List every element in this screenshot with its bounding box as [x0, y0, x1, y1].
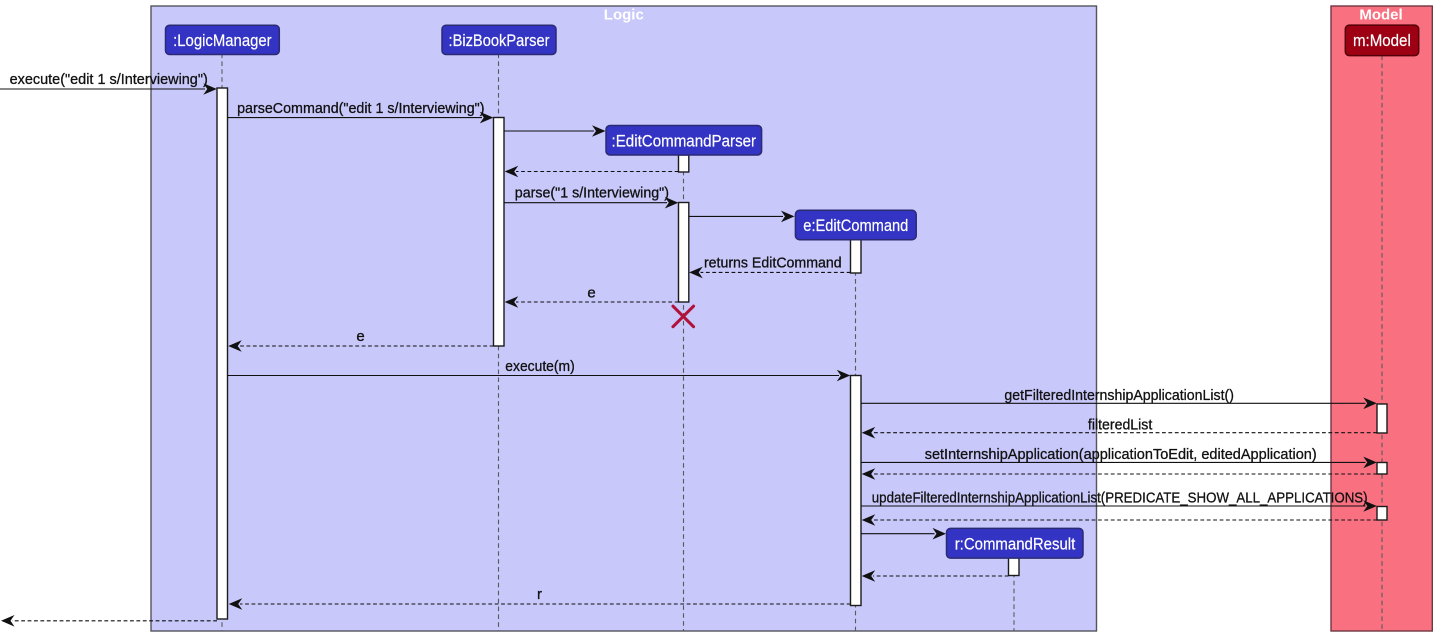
svg-text:Logic: Logic: [604, 7, 644, 24]
svg-text:e: e: [356, 328, 364, 345]
svg-text::BizBookParser: :BizBookParser: [449, 32, 550, 50]
svg-text:Model: Model: [1359, 7, 1402, 24]
svg-text:returns EditCommand: returns EditCommand: [704, 255, 842, 272]
svg-text:execute(m): execute(m): [505, 358, 574, 375]
svg-text::EditCommandParser: :EditCommandParser: [612, 132, 757, 150]
svg-text::LogicManager: :LogicManager: [173, 32, 272, 50]
svg-text:e:EditCommand: e:EditCommand: [803, 217, 908, 235]
svg-text:filteredList: filteredList: [1088, 416, 1153, 433]
svg-text:setInternshipApplication(appli: setInternshipApplication(applicationToEd…: [925, 446, 1317, 463]
svg-text:parseCommand("edit 1 s/Intervi: parseCommand("edit 1 s/Interviewing"): [237, 100, 484, 117]
svg-text:updateFilteredInternshipApplic: updateFilteredInternshipApplicationList(…: [872, 490, 1368, 507]
svg-text:e: e: [587, 284, 595, 301]
svg-text:r:CommandResult: r:CommandResult: [955, 535, 1076, 553]
svg-text:execute("edit 1 s/Interviewing: execute("edit 1 s/Interviewing"): [10, 71, 208, 88]
svg-text:m:Model: m:Model: [1353, 32, 1411, 50]
svg-text:parse("1 s/Interviewing"): parse("1 s/Interviewing"): [515, 185, 669, 202]
svg-text:getFilteredInternshipApplicati: getFilteredInternshipApplicationList(): [1004, 387, 1234, 404]
svg-text:r: r: [537, 586, 542, 603]
